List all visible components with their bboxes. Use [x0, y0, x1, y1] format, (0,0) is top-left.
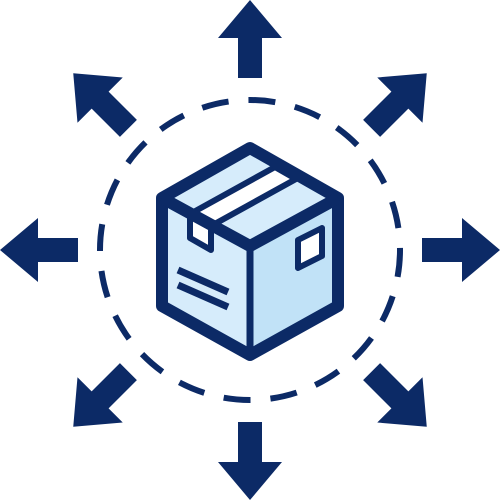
arrow-up-left-icon [73, 73, 137, 137]
arrow-up-icon [218, 0, 282, 78]
arrow-down-left-icon [73, 363, 137, 427]
arrow-down-right-icon [363, 363, 427, 427]
package-box-icon [156, 142, 344, 361]
box-label-line-2 [176, 281, 230, 311]
dashed-circle [97, 97, 403, 403]
arrow-right-icon [422, 218, 500, 282]
box-edge-top [159, 192, 341, 252]
arrow-up-right-icon [363, 73, 427, 137]
arrow-left-icon [0, 218, 78, 282]
box-outline [156, 142, 344, 361]
box-label-square [295, 225, 325, 271]
arrow-down-icon [218, 422, 282, 500]
box-label-line-1 [176, 266, 230, 296]
